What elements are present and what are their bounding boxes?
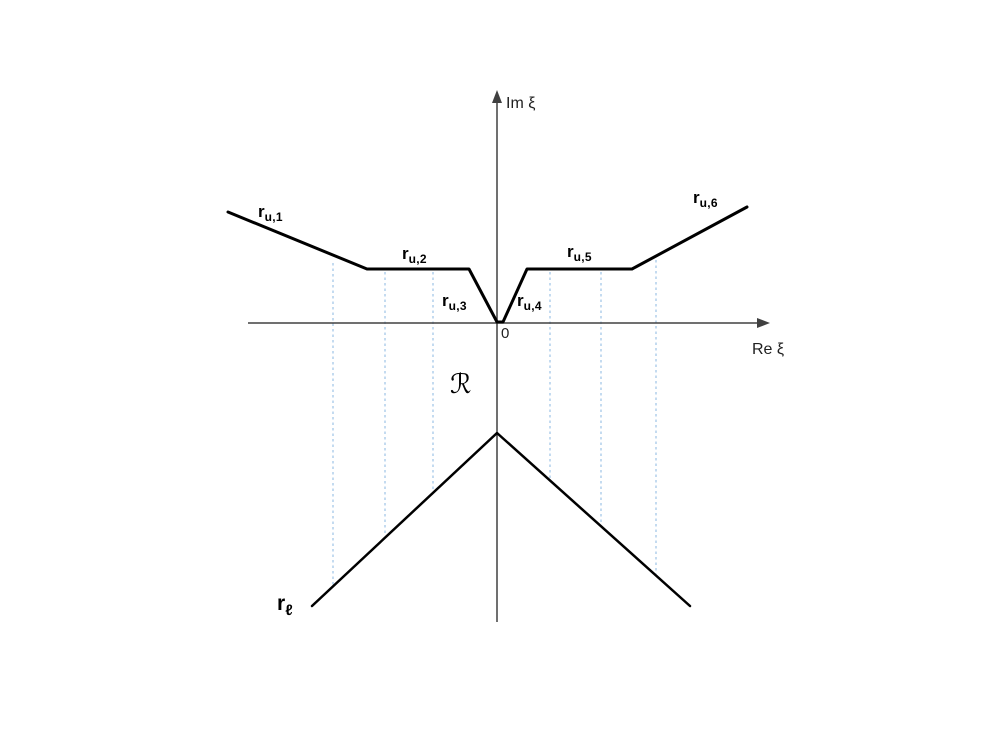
lower-boundary-polyline: [310, 431, 692, 608]
label-ru2-sub: u,2: [408, 252, 427, 266]
label-ru4-sub: u,4: [523, 299, 542, 313]
re-axis-arrowhead: [757, 318, 770, 328]
label-ru1-base: r: [258, 202, 265, 221]
label-ru1: ru,1: [258, 202, 283, 224]
label-ru2: ru,2: [402, 244, 427, 266]
label-ru3-base: r: [442, 291, 449, 310]
im-axis-arrowhead: [492, 90, 502, 103]
label-ru3-sub: u,3: [448, 299, 467, 313]
label-ru5: ru,5: [567, 242, 592, 264]
label-ru1-sub: u,1: [264, 210, 283, 224]
origin-label: 0: [501, 325, 510, 342]
label-rl-sub: ℓ: [285, 602, 293, 619]
im-axis-label: Im ξ: [506, 95, 536, 112]
label-rl: rℓ: [277, 592, 293, 620]
label-ru6-base: r: [693, 188, 700, 207]
label-ru5-base: r: [567, 242, 574, 261]
label-ru4-base: r: [517, 291, 524, 310]
label-ru6: ru,6: [693, 188, 718, 210]
upper-boundary-polyline: [226, 205, 749, 324]
label-ru2-base: r: [402, 244, 409, 263]
label-ru3: ru,3: [442, 291, 467, 313]
region-label: ℛ: [450, 369, 472, 400]
label-rl-base: r: [277, 592, 286, 615]
re-axis-label: Re ξ: [752, 341, 785, 358]
label-ru5-sub: u,5: [573, 250, 592, 264]
label-ru4: ru,4: [517, 291, 542, 313]
label-ru6-sub: u,6: [699, 196, 718, 210]
